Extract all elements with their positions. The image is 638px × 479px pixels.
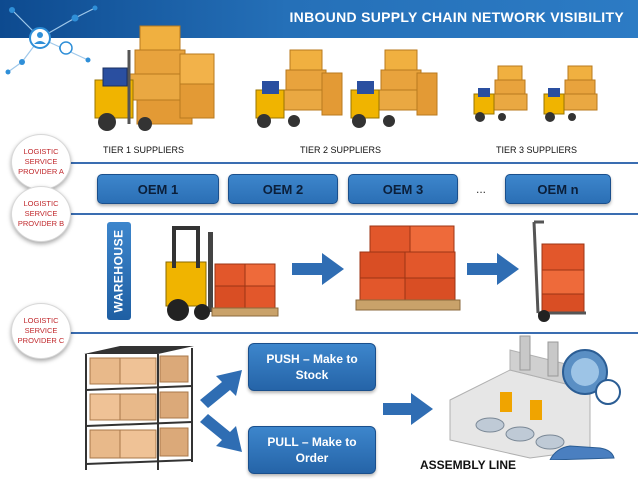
hand-truck-illustration <box>532 220 586 322</box>
arrow-right-icon <box>383 393 433 425</box>
warehouse-label: WAREHOUSE <box>112 229 126 313</box>
pull-strategy-box: PULL – Make to Order <box>248 426 376 474</box>
pull-line1: PULL – Make to <box>267 435 357 449</box>
page-title: INBOUND SUPPLY CHAIN NETWORK VISIBILITY <box>289 9 624 25</box>
divider-line <box>40 332 638 334</box>
tier2-forklift-illustration <box>255 49 343 128</box>
pallet-crates-illustration <box>355 225 461 311</box>
forklift-crates-illustration <box>165 226 279 321</box>
oem-3-box: OEM 3 <box>348 174 458 204</box>
pull-line2: Order <box>295 451 329 465</box>
assembly-line-label: ASSEMBLY LINE <box>420 458 517 472</box>
push-line1: PUSH – Make to <box>266 352 358 366</box>
divider-line <box>40 213 638 215</box>
provider-a: LOGISTIC SERVICE PROVIDER A <box>11 134 71 190</box>
provider-c: LOGISTIC SERVICE PROVIDER C <box>11 303 71 359</box>
arrow-down-right-icon <box>200 414 242 452</box>
tier3-label: TIER 3 SUPPLIERS <box>496 145 578 155</box>
tier1-forklift-illustration <box>94 25 215 131</box>
header-banner <box>0 0 638 38</box>
assembly-line-illustration <box>449 335 621 460</box>
arrow-right-icon <box>467 253 519 285</box>
oem-1-box: OEM 1 <box>97 174 219 204</box>
tier3-forklift-illustration <box>543 65 598 122</box>
provider-b: LOGISTIC SERVICE PROVIDER B <box>11 186 71 242</box>
oem-n-box: OEM n <box>505 174 611 204</box>
arrow-up-right-icon <box>200 370 242 408</box>
oem-2-box: OEM 2 <box>228 174 338 204</box>
network-icon <box>5 5 98 75</box>
warehouse-label-box: WAREHOUSE <box>107 222 131 320</box>
tier3-forklift-illustration <box>473 65 528 122</box>
tier2-label: TIER 2 SUPPLIERS <box>300 145 382 155</box>
tier2-forklift-illustration <box>350 49 438 128</box>
arrow-right-icon <box>292 253 344 285</box>
push-strategy-box: PUSH – Make to Stock <box>248 343 376 391</box>
oem-ellipsis: ... <box>476 182 487 196</box>
storage-rack-illustration <box>84 346 194 470</box>
push-line2: Stock <box>295 368 329 382</box>
divider-line <box>40 162 638 164</box>
tier1-label: TIER 1 SUPPLIERS <box>103 145 185 155</box>
